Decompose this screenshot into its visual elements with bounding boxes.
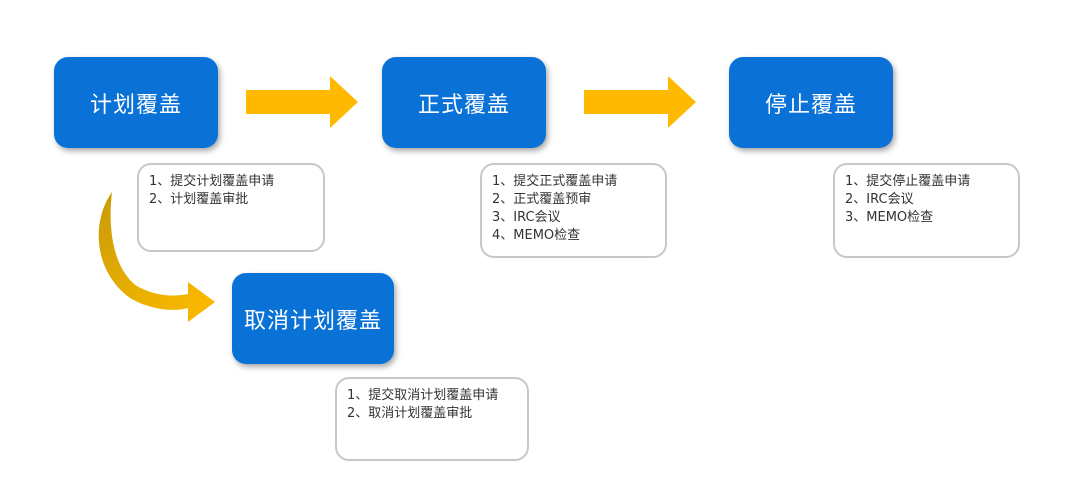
arrow-formal-to-stop-icon <box>584 76 696 128</box>
arrow-plan-to-formal-icon <box>246 76 358 128</box>
note-cancel-step-2: 2、取消计划覆盖审批 <box>347 406 473 421</box>
stage-plan-label: 计划覆盖 <box>89 92 182 118</box>
note-plan-step-1: 1、提交计划覆盖申请 <box>149 174 275 189</box>
stage-cancel-plan-coverage: 取消计划覆盖 <box>232 273 394 364</box>
note-formal-step-2: 2、正式覆盖预审 <box>492 192 592 207</box>
note-formal-step-3: 3、IRC会议 <box>492 210 561 225</box>
note-formal-steps: 1、提交正式覆盖申请 2、正式覆盖预审 3、IRC会议 4、MEMO检查 <box>480 163 667 258</box>
note-cancel-step-1: 1、提交取消计划覆盖申请 <box>347 388 499 403</box>
note-stop-steps: 1、提交停止覆盖申请 2、IRC会议 3、MEMO检查 <box>833 163 1020 258</box>
note-stop-step-2: 2、IRC会议 <box>845 192 914 207</box>
stage-cancel-label: 取消计划覆盖 <box>243 308 382 334</box>
note-formal-step-1: 1、提交正式覆盖申请 <box>492 174 618 189</box>
stage-stop-coverage: 停止覆盖 <box>729 57 893 148</box>
note-plan-step-2: 2、计划覆盖审批 <box>149 192 249 207</box>
note-plan-steps: 1、提交计划覆盖申请 2、计划覆盖审批 <box>137 163 325 252</box>
stage-formal-coverage: 正式覆盖 <box>382 57 546 148</box>
stage-formal-label: 正式覆盖 <box>417 92 510 118</box>
note-stop-step-1: 1、提交停止覆盖申请 <box>845 174 971 189</box>
curved-arrow-plan-to-cancel-icon <box>98 192 215 322</box>
note-formal-step-4: 4、MEMO检查 <box>492 228 581 243</box>
note-cancel-steps: 1、提交取消计划覆盖申请 2、取消计划覆盖审批 <box>335 377 529 461</box>
stage-plan-coverage: 计划覆盖 <box>54 57 218 148</box>
note-stop-step-3: 3、MEMO检查 <box>845 210 934 225</box>
stage-stop-label: 停止覆盖 <box>764 92 857 118</box>
